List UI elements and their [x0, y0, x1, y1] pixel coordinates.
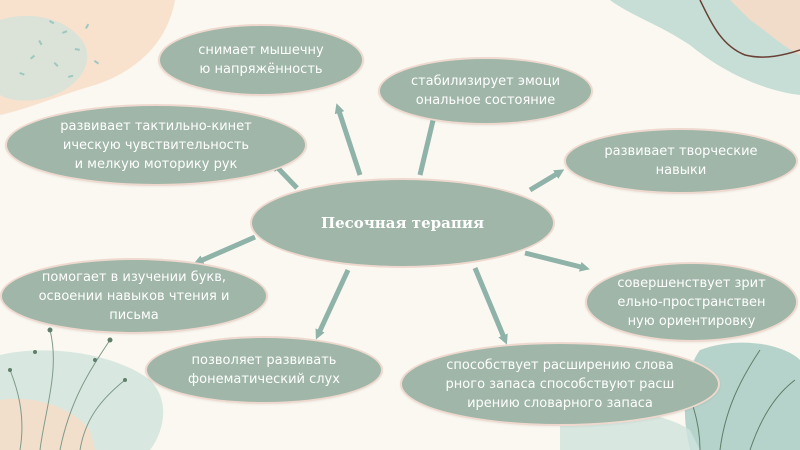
arrow-to-vocabulary: [472, 267, 508, 345]
plant-bottom-left: [9, 329, 126, 450]
node-vocabulary-label: способствует расширению слова рного запа…: [445, 357, 675, 411]
peach-blob-bottom-left: [0, 398, 95, 450]
center-node-label: Песочная терапия: [320, 214, 485, 232]
arrow-to-emotional-state: [417, 107, 439, 176]
node-vocabulary: способствует расширению слова рного запа…: [400, 342, 720, 426]
node-tactile-kinetic: развивает тактильно-кинет ическую чувств…: [5, 104, 307, 186]
plant-leaves-bottom-left: [8, 327, 127, 382]
center-node: Песочная терапия: [250, 178, 555, 268]
mint-blob-bottom-right: [684, 342, 800, 450]
arrow-to-spatial-orientation: [524, 250, 590, 272]
node-letters-reading-label: помогает в изучении букв, освоении навык…: [38, 269, 230, 323]
arrow-to-creative-skills: [528, 169, 565, 193]
node-phonemic-hearing-label: позволяет развивать фонематический слух: [188, 353, 340, 387]
arrow-to-muscle-tension: [334, 103, 363, 176]
node-tactile-kinetic-label: развивает тактильно-кинет ическую чувств…: [60, 118, 252, 172]
arrow-to-phonemic-hearing: [315, 268, 351, 340]
mint-blob-top-right: [610, 0, 800, 95]
mint-blob-top-left: [0, 15, 88, 101]
node-phonemic-hearing: позволяет развивать фонематический слух: [145, 336, 383, 404]
node-spatial-orientation-label: совершенствует зрит ельно-пространствен …: [617, 275, 766, 329]
confetti-top-left: [19, 20, 100, 78]
node-emotional-state-label: стабилизирует эмоци ональное состояние: [410, 74, 561, 108]
line-top-right: [699, 0, 800, 58]
node-muscle-tension-label: снимает мышечну ю напряжённость: [198, 43, 324, 77]
node-emotional-state: стабилизирует эмоци ональное состояние: [378, 57, 593, 125]
node-letters-reading: помогает в изучении букв, освоении навык…: [0, 258, 268, 334]
node-creative-skills-label: развивает творческие навыки: [604, 144, 758, 178]
node-muscle-tension: снимает мышечну ю напряжённость: [158, 24, 364, 96]
peach-blob-top-right: [730, 0, 800, 55]
node-spatial-orientation: совершенствует зрит ельно-пространствен …: [585, 262, 798, 342]
node-creative-skills: развивает творческие навыки: [564, 128, 798, 194]
arrow-to-letters-reading: [193, 234, 257, 265]
